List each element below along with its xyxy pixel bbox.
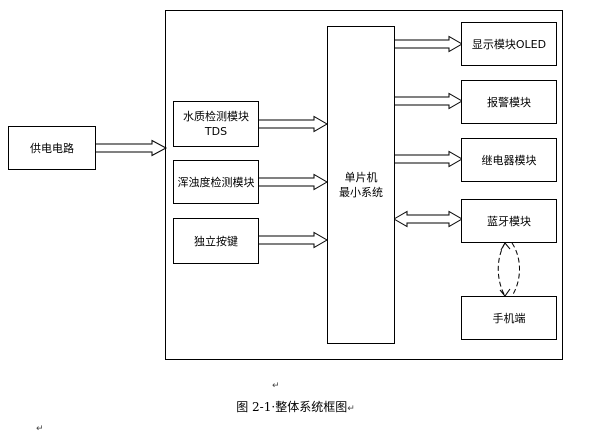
oled-box: 显示模块OLED [461, 22, 557, 66]
relay-box: 继电器模块 [461, 138, 557, 182]
wireless-arrowhead [500, 242, 511, 251]
alarm-label: 报警模块 [487, 95, 531, 109]
relay-label: 继电器模块 [481, 153, 537, 167]
wireless-link [511, 242, 520, 297]
oled-label: 显示模块OLED [471, 37, 547, 51]
turbidity-box: 浑浊度检测模块 [173, 160, 259, 204]
bluetooth-label: 蓝牙模块 [487, 214, 531, 228]
paragraph-mark: ↵ [272, 381, 280, 391]
mcu-label: 单片机 最小系统 [339, 171, 383, 199]
alarm-box: 报警模块 [461, 80, 557, 124]
arrow-turbidity-to-mcu [257, 173, 329, 191]
water-quality-box: 水质检测模块 TDS [173, 101, 259, 147]
water-quality-label: 水质检测模块 TDS [183, 110, 249, 138]
arrow-key-to-mcu [257, 231, 329, 249]
paragraph-mark: ↵ [347, 404, 355, 414]
figure-caption: 图 2-1·整体系统框图↵ [0, 398, 591, 415]
arrow-water-quality-to-mcu [257, 115, 329, 133]
key-box: 独立按键 [173, 218, 259, 264]
key-label: 独立按键 [194, 234, 238, 248]
phone-box: 手机端 [461, 296, 557, 340]
power-supply-box: 供电电路 [8, 126, 96, 170]
power-supply-label: 供电电路 [30, 141, 74, 155]
paragraph-mark: ↵ [36, 424, 44, 434]
arrow-mcu-to-relay [393, 150, 464, 168]
arrow-mcu-to-oled [393, 35, 464, 53]
system-boundary [165, 10, 563, 360]
mcu-box: 单片机 最小系统 [327, 26, 395, 344]
wireless-arrowhead [499, 288, 511, 297]
arrow-power-to-system [94, 139, 168, 157]
wireless-link [497, 242, 506, 297]
arrow-mcu-bluetooth [392, 210, 464, 228]
phone-label: 手机端 [492, 311, 526, 325]
bluetooth-box: 蓝牙模块 [461, 199, 557, 243]
turbidity-label: 浑浊度检测模块 [177, 175, 255, 189]
arrow-mcu-to-alarm [393, 92, 464, 110]
figure-caption-text: 图 2-1·整体系统框图 [236, 400, 348, 414]
